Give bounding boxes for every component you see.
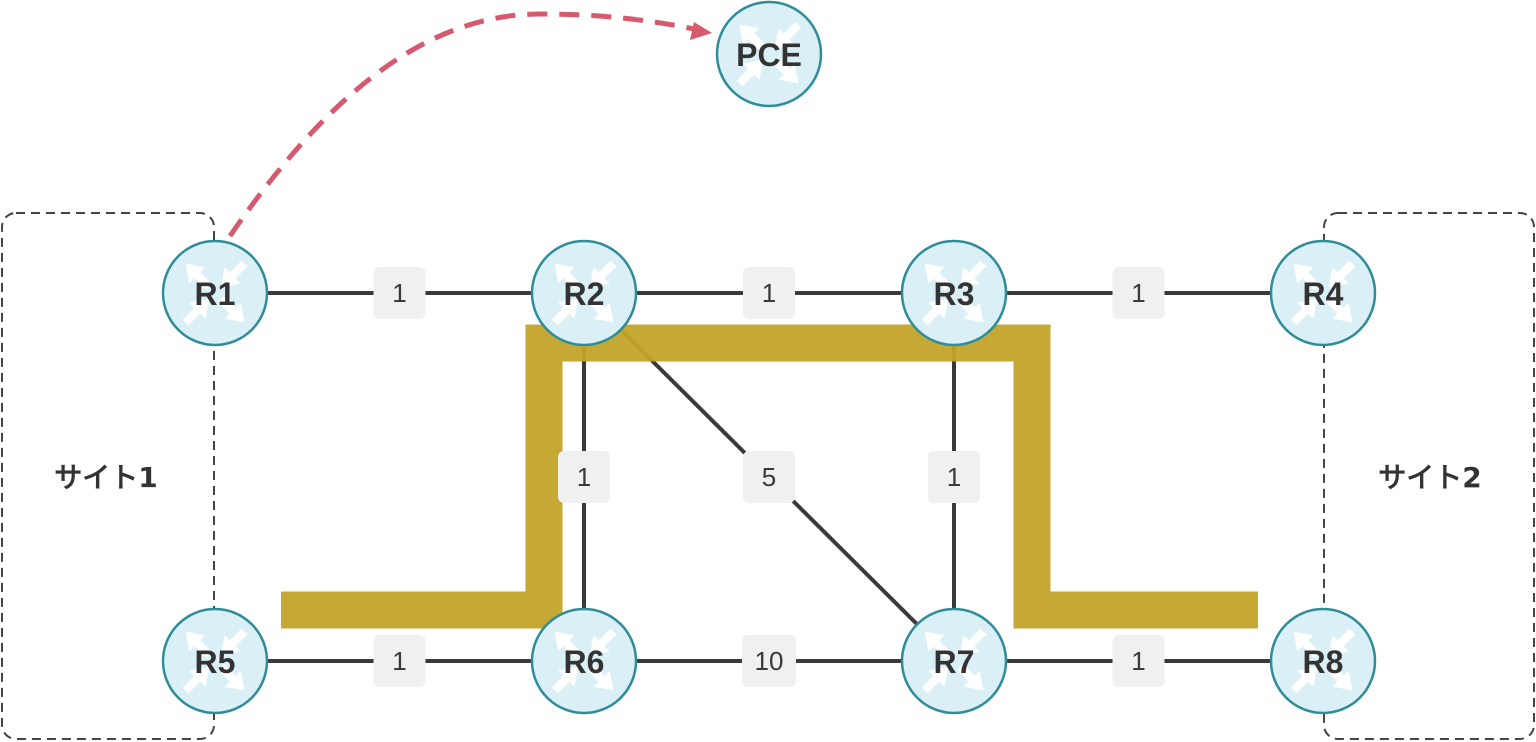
router-label: R8 — [1303, 644, 1344, 680]
router-label: PCE — [736, 37, 802, 73]
metric-box — [743, 267, 795, 319]
metric-value: 1 — [392, 278, 406, 308]
metric-value: 1 — [1131, 278, 1145, 308]
router-r3: R3 — [900, 239, 1008, 347]
metrics-layer: 1 1 1 1 5 1 1 10 1 — [373, 267, 1165, 687]
site-2-group: サイト2 — [1323, 212, 1535, 740]
router-r8: R8 — [1269, 607, 1377, 715]
pce-request-dashed-line — [227, 11, 695, 238]
site-2-label: サイト2 — [1378, 461, 1481, 494]
metric-value: 5 — [762, 462, 776, 492]
metric-value: 1 — [577, 462, 591, 492]
metric-r6-r7: 10 — [742, 635, 796, 687]
metric-box — [742, 635, 796, 687]
router-r6: R6 — [530, 607, 638, 715]
router-r1: R1 — [161, 239, 269, 347]
metric-r2-r6: 1 — [558, 451, 610, 503]
highlighted-path — [281, 324, 1258, 629]
metric-value: 1 — [392, 646, 406, 676]
router-label: R5 — [195, 644, 236, 680]
router-label: R3 — [934, 276, 975, 312]
router-pce: PCE — [715, 0, 823, 108]
site-1-group: サイト1 — [1, 212, 215, 740]
metric-value: 1 — [1131, 646, 1145, 676]
router-r5: R5 — [161, 607, 269, 715]
site-2-boundary — [1323, 212, 1535, 740]
metric-box — [743, 451, 795, 503]
metric-r2-r3: 1 — [743, 267, 795, 319]
router-r4: R4 — [1269, 239, 1377, 347]
metric-r2-r7: 5 — [743, 451, 795, 503]
router-r2: R2 — [530, 239, 638, 347]
metric-r3-r4: 1 — [1112, 267, 1165, 319]
site-1-boundary — [1, 212, 215, 740]
metric-box — [928, 451, 980, 503]
router-label: R7 — [934, 644, 975, 680]
router-label: R4 — [1303, 276, 1344, 312]
pce-request-arrow-head — [690, 22, 712, 40]
site-1-label: サイト1 — [54, 461, 157, 494]
metric-box — [373, 267, 426, 319]
router-label: R2 — [564, 276, 605, 312]
metric-value: 10 — [755, 646, 784, 676]
metric-r7-r8: 1 — [1112, 635, 1165, 687]
router-r7: R7 — [900, 607, 1008, 715]
metric-box — [1112, 267, 1165, 319]
metric-box — [373, 635, 426, 687]
metric-value: 1 — [947, 462, 961, 492]
pce-request-arrow — [227, 11, 712, 238]
router-label: R6 — [564, 644, 605, 680]
metric-box — [558, 451, 610, 503]
metric-r1-r2: 1 — [373, 267, 426, 319]
metric-box — [1112, 635, 1165, 687]
router-label: R1 — [195, 276, 236, 312]
metric-r3-r7: 1 — [928, 451, 980, 503]
metric-r5-r6: 1 — [373, 635, 426, 687]
metric-value: 1 — [762, 278, 776, 308]
